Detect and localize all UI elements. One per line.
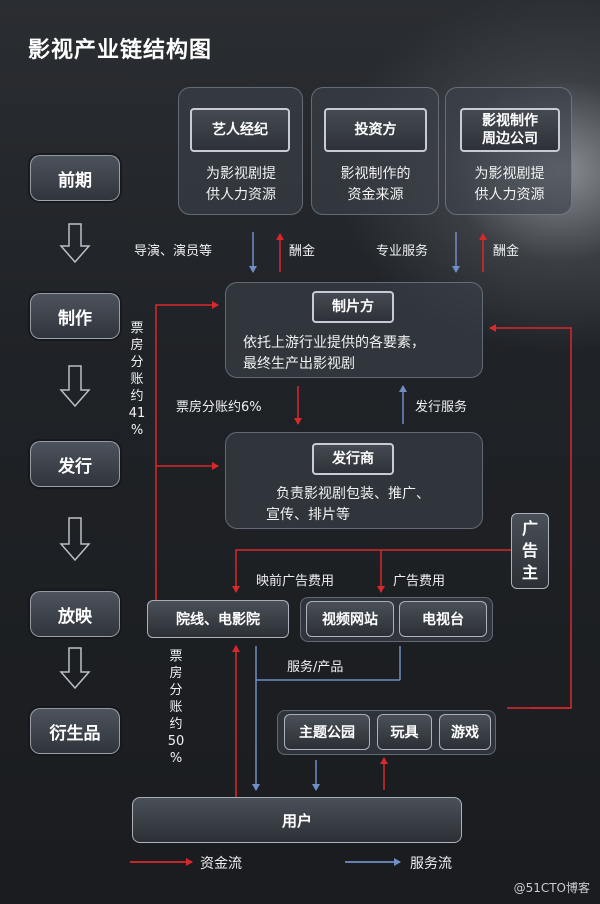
theme-park-box: 主题公园	[284, 714, 370, 750]
label-box-share-50: 票 房 分 账 约 50 %	[167, 648, 185, 767]
page-title: 影视产业链结构图	[28, 38, 213, 63]
label-distribution-service: 发行服务	[415, 400, 468, 415]
video-site-box: 视频网站	[306, 601, 394, 637]
investor-desc-line2: 资金来源	[347, 187, 404, 203]
stage-exhibition: 放映	[30, 591, 120, 637]
stage-down-arrows	[59, 223, 91, 690]
label-service-product: 服务/产品	[287, 660, 344, 675]
tv-station-box: 电视台	[399, 601, 487, 637]
box-share-50-char-7: %	[169, 751, 183, 766]
label-box-share-41: 票 房 分 账 约 41 %	[128, 320, 146, 439]
cinema-box: 院线、电影院	[147, 600, 289, 638]
box-share-41-char-2: 房	[130, 338, 144, 353]
advertiser-char-2: 告	[521, 541, 538, 560]
distributor-desc-line1: 负责影视剧包装、推广、	[276, 486, 430, 502]
flow-advertiser-to-producer	[489, 324, 572, 709]
legend-money-label: 资金流	[200, 856, 242, 872]
flow-box-share-41	[155, 301, 219, 600]
service-company-header-line2: 周边公司	[482, 131, 538, 147]
box-share-41-char-7: %	[130, 423, 144, 438]
stage-arrow-3	[59, 517, 91, 562]
box-share-41-char-3: 分	[130, 355, 144, 370]
box-share-41-char-1: 票	[130, 321, 144, 336]
label-ad-fee: 广告费用	[393, 574, 446, 589]
service-company-header: 影视制作 周边公司	[460, 108, 560, 152]
talent-agency-header: 艺人经纪	[190, 108, 290, 152]
service-company-header-line1: 影视制作	[482, 113, 538, 129]
box-share-41-char-6: 41	[128, 406, 146, 421]
flow-ad-pre-film	[232, 549, 511, 593]
talent-agency-desc-line1: 为影视剧提	[206, 166, 276, 182]
box-share-41-char-5: 约	[130, 389, 144, 404]
investor-desc-line1: 影视制作的	[340, 166, 411, 182]
toys-box: 玩具	[377, 714, 432, 750]
producer-desc-line2: 最终生产出影视剧	[243, 356, 355, 372]
stage-production: 制作	[30, 293, 120, 339]
label-pay-1: 酬金	[289, 244, 316, 259]
advertiser-char-3: 主	[521, 563, 538, 582]
service-company-desc-line1: 为影视剧提	[474, 166, 545, 182]
advertiser-box: 广 告 主	[511, 513, 549, 589]
distributor-desc-line2: 宣传、排片等	[266, 507, 350, 523]
label-box-share-6: 票房分账约6%	[176, 400, 262, 415]
distributor-header: 发行商	[312, 443, 394, 475]
label-pre-film-ad: 映前广告费用	[256, 574, 335, 589]
label-professional-service: 专业服务	[376, 244, 429, 259]
advertiser-char-1: 广	[521, 519, 538, 538]
stage-distribution: 发行	[30, 441, 120, 487]
box-share-50-char-2: 房	[169, 666, 183, 681]
box-share-50-char-6: 50	[167, 734, 185, 749]
producer-header: 制片方	[312, 291, 394, 323]
label-director-actor: 导演、演员等	[134, 244, 213, 259]
watermark: @51CTO博客	[513, 881, 590, 895]
service-company-desc-line2: 供人力资源	[474, 187, 545, 203]
producer-desc-line1: 依托上游行业提供的各要素，	[243, 335, 425, 351]
box-share-50-char-3: 分	[169, 683, 183, 698]
box-share-50-char-5: 约	[169, 717, 183, 732]
box-share-41-char-4: 账	[130, 372, 144, 387]
stage-arrow-4	[59, 647, 91, 690]
label-pay-2: 酬金	[493, 244, 520, 259]
stage-arrow-2	[59, 365, 91, 408]
talent-agency-desc-line2: 供人力资源	[206, 187, 276, 203]
stage-derivatives: 衍生品	[30, 708, 120, 754]
box-share-50-char-4: 账	[169, 700, 183, 715]
stage-preproduction: 前期	[30, 155, 120, 201]
investor-header: 投资方	[324, 108, 427, 152]
user-box: 用户	[132, 797, 462, 843]
games-box: 游戏	[439, 714, 491, 750]
legend-service-label: 服务流	[410, 856, 452, 872]
box-share-50-char-1: 票	[169, 649, 183, 664]
stage-arrow-1	[59, 223, 91, 264]
